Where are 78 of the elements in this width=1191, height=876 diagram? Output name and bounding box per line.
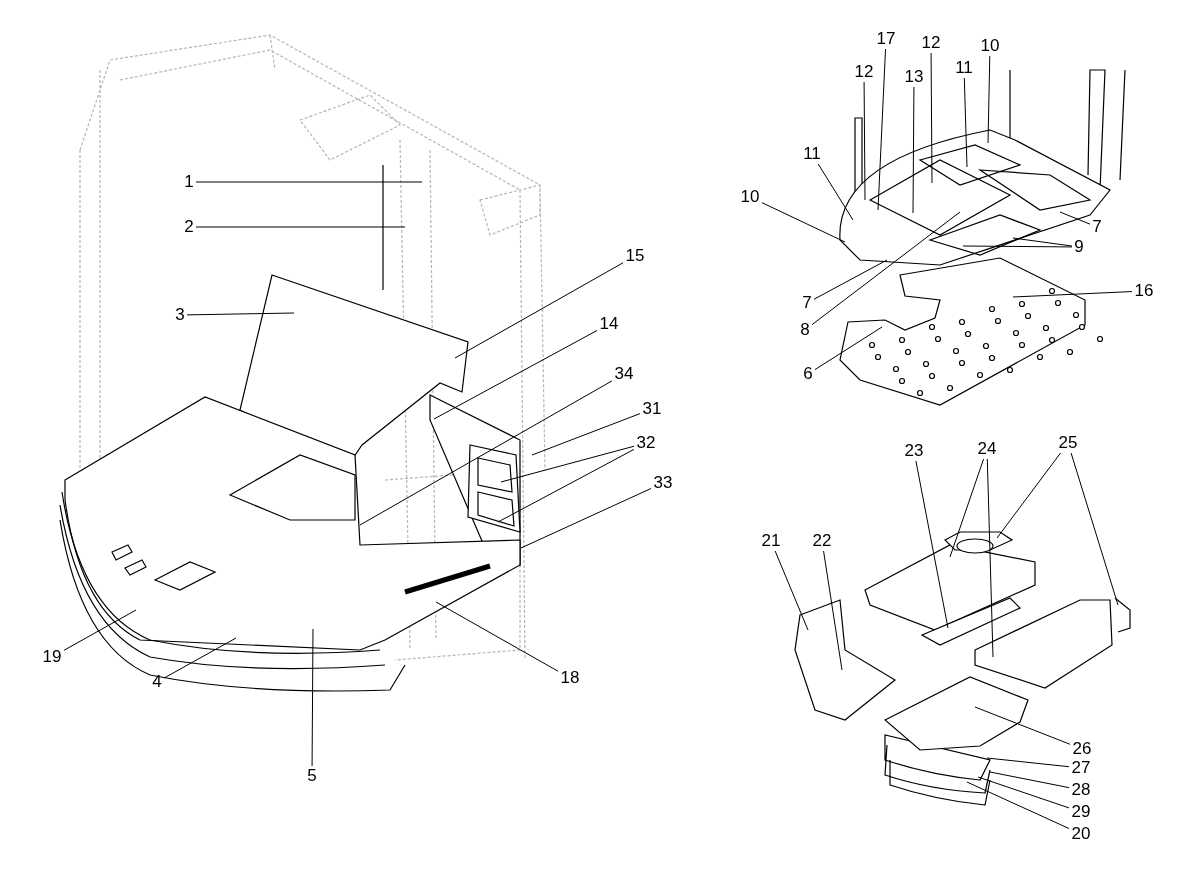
callout-number: 31 [640, 399, 664, 419]
callout-number: 9 [1072, 237, 1086, 257]
callout-number: 33 [651, 473, 675, 493]
callout-number: 21 [759, 531, 783, 551]
callout-number: 28 [1069, 780, 1093, 800]
callout-number: 7 [1090, 217, 1104, 237]
leader-line [823, 550, 843, 671]
leader-line [811, 211, 961, 326]
callout-number: 32 [634, 433, 658, 453]
callout-number: 10 [978, 36, 1002, 56]
leader-line [433, 330, 598, 420]
callout-number: 2 [182, 217, 196, 237]
leader-line [977, 776, 1070, 809]
callout-number: 4 [150, 672, 164, 692]
leader-line [454, 262, 624, 359]
leader-line [817, 163, 854, 221]
callout-number: 13 [902, 67, 926, 87]
leader-line [531, 413, 641, 456]
leader-line [500, 445, 635, 483]
leader-line [186, 312, 295, 316]
leader-line [949, 458, 985, 558]
leader-line [1012, 291, 1133, 298]
callout-number: 24 [975, 439, 999, 459]
callout-number: 23 [902, 441, 926, 461]
callout-number: 10 [738, 187, 762, 207]
leader-line [974, 706, 1071, 745]
callout-number: 20 [1069, 824, 1093, 844]
leader-line [761, 202, 846, 243]
callout-number: 11 [952, 58, 976, 78]
leader-line [930, 52, 933, 184]
callout-number: 16 [1132, 281, 1156, 301]
leader-line [996, 452, 1062, 539]
callout-number: 27 [1069, 758, 1093, 778]
leader-line [813, 259, 888, 300]
leader-line [63, 609, 137, 651]
callout-number: 1 [182, 172, 196, 192]
leader-line [1012, 237, 1073, 247]
leader-line [359, 380, 613, 526]
leader-line [520, 488, 652, 549]
leader-line [311, 628, 314, 767]
callout-number: 19 [40, 647, 64, 667]
leader-line [987, 55, 991, 144]
callout-number: 3 [173, 305, 187, 325]
leader-line [966, 781, 1070, 830]
callout-number: 8 [798, 320, 812, 340]
callout-number: 5 [305, 766, 319, 786]
leader-line [1070, 452, 1119, 606]
leader-line [912, 86, 915, 214]
leader-line [963, 77, 968, 168]
callout-number: 34 [612, 364, 636, 384]
callout-number: 12 [852, 62, 876, 82]
callout-number: 25 [1056, 433, 1080, 453]
leader-line [774, 550, 809, 631]
callout-number: 7 [800, 293, 814, 313]
callout-number: 17 [874, 29, 898, 49]
leader-line [962, 245, 1073, 248]
callout-number: 6 [801, 364, 815, 384]
leader-line [195, 226, 406, 228]
leader-line [435, 601, 559, 672]
callout-number: 14 [597, 314, 621, 334]
leader-line [863, 81, 866, 201]
leader-line [497, 448, 635, 523]
leader-line [814, 326, 883, 371]
leader-line [195, 181, 423, 183]
callout-number: 22 [810, 531, 834, 551]
callout-number: 26 [1070, 739, 1094, 759]
leader-line [1059, 211, 1091, 225]
leader-line [986, 458, 994, 658]
callout-number: 11 [800, 144, 824, 164]
leader-line [163, 637, 237, 679]
callout-number: 29 [1069, 802, 1093, 822]
callout-number: 12 [919, 33, 943, 53]
leader-line [915, 460, 949, 629]
leader-line [877, 48, 887, 211]
callout-number: 15 [623, 246, 647, 266]
leader-line [989, 771, 1070, 789]
leader-line [986, 757, 1070, 768]
callout-number: 18 [558, 668, 582, 688]
